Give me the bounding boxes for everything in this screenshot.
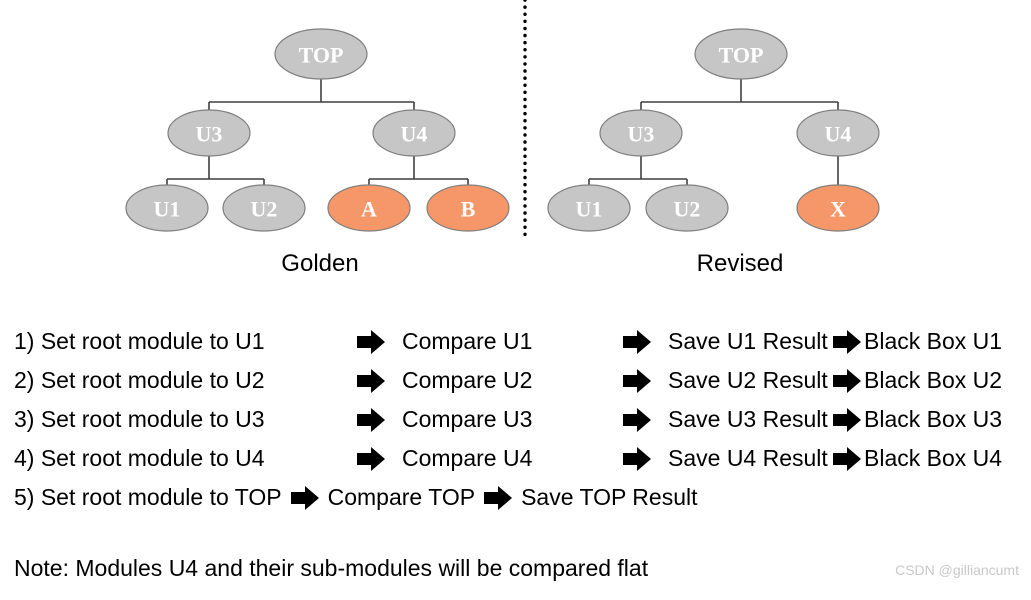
step-row: 2) Set root module to U2 Compare U2 Save U… xyxy=(14,361,1024,400)
step-cell: 3) Set root module to U3 xyxy=(14,406,265,432)
step-cell: Compare U2 xyxy=(402,367,533,393)
tree-node-b[interactable]: B xyxy=(426,184,510,232)
step-cell: Compare U1 xyxy=(402,328,533,354)
step-row: 3) Set root module to U3 Compare U3 Save U… xyxy=(14,400,1024,439)
step-cell: 5) Set root module to TOP xyxy=(14,484,282,510)
right-block-arrow-icon xyxy=(622,446,652,472)
tree-node-u1[interactable]: U1 xyxy=(125,184,209,232)
right-block-arrow-icon xyxy=(832,407,862,433)
tree-node-u2[interactable]: U2 xyxy=(645,184,729,232)
step-row: 5) Set root module to TOP Compare TOP Save… xyxy=(14,478,1024,517)
tree-node-u4[interactable]: U4 xyxy=(796,109,880,157)
step-cell: Save TOP Result xyxy=(521,484,698,510)
step-cell: Save U2 Result xyxy=(668,367,828,393)
tree-node-top[interactable]: TOP xyxy=(274,28,368,80)
node-ellipse xyxy=(426,184,510,232)
node-ellipse xyxy=(599,109,683,157)
step-cell: Save U3 Result xyxy=(668,406,828,432)
watermark: CSDN @gilliancumt xyxy=(895,562,1019,578)
right-block-arrow-icon xyxy=(356,407,386,433)
node-ellipse xyxy=(796,109,880,157)
steps-list: 1) Set root module to U1 Compare U1 Save U… xyxy=(14,322,1024,517)
node-label: U3 xyxy=(628,122,655,147)
tree-node-u3[interactable]: U3 xyxy=(167,109,251,157)
node-label: U3 xyxy=(196,122,223,147)
right-block-arrow-icon xyxy=(832,368,862,394)
step-cell: 2) Set root module to U2 xyxy=(14,367,265,393)
node-ellipse xyxy=(372,109,456,157)
tree-node-a[interactable]: A xyxy=(327,184,411,232)
node-ellipse xyxy=(645,184,729,232)
node-label: U4 xyxy=(825,122,852,147)
right-block-arrow-icon xyxy=(356,446,386,472)
node-label: U1 xyxy=(154,197,181,222)
step-cell: Compare TOP xyxy=(327,484,476,510)
step-cell: Black Box U2 xyxy=(864,367,1003,393)
tree-edges-layer xyxy=(166,79,839,185)
node-ellipse xyxy=(274,28,368,80)
node-label: U1 xyxy=(576,197,603,222)
step-cell: Compare U3 xyxy=(402,406,533,432)
step-cell: Compare U4 xyxy=(402,445,533,471)
right-block-arrow-icon xyxy=(483,485,513,511)
node-label: U2 xyxy=(251,197,278,222)
note-text: Note: Modules U4 and their sub-modules w… xyxy=(14,555,649,581)
right-block-arrow-icon xyxy=(832,329,862,355)
node-label: U4 xyxy=(401,122,428,147)
step-cell: Save U1 Result xyxy=(668,328,828,354)
step-cell: Save U4 Result xyxy=(668,445,828,471)
node-ellipse xyxy=(222,184,306,232)
tree-node-top[interactable]: TOP xyxy=(694,28,788,80)
tree-node-u2[interactable]: U2 xyxy=(222,184,306,232)
right-block-arrow-icon xyxy=(622,329,652,355)
right-block-arrow-icon xyxy=(622,407,652,433)
tree-node-u4[interactable]: U4 xyxy=(372,109,456,157)
step-cell: Black Box U3 xyxy=(864,406,1003,432)
node-ellipse xyxy=(694,28,788,80)
tree-caption-golden: Golden xyxy=(281,250,359,277)
right-block-arrow-icon xyxy=(290,485,320,511)
right-block-arrow-icon xyxy=(356,368,386,394)
tree-node-u1[interactable]: U1 xyxy=(547,184,631,232)
node-ellipse xyxy=(547,184,631,232)
tree-node-u3[interactable]: U3 xyxy=(599,109,683,157)
node-ellipse xyxy=(125,184,209,232)
node-label: A xyxy=(361,197,377,222)
node-ellipse xyxy=(796,184,880,232)
node-ellipse xyxy=(167,109,251,157)
node-label: TOP xyxy=(299,43,344,68)
step-cell: Black Box U4 xyxy=(864,445,1003,471)
step-cell: 1) Set root module to U1 xyxy=(14,328,265,354)
right-block-arrow-icon xyxy=(356,329,386,355)
step-cell: Black Box U1 xyxy=(864,328,1003,354)
right-block-arrow-icon xyxy=(622,368,652,394)
node-label: TOP xyxy=(719,43,764,68)
node-label: X xyxy=(830,197,846,222)
step-cell: 4) Set root module to U4 xyxy=(14,445,265,471)
right-block-arrow-icon xyxy=(832,446,862,472)
node-label: U2 xyxy=(674,197,701,222)
step-row: 1) Set root module to U1 Compare U1 Save U… xyxy=(14,322,1024,361)
tree-caption-revised: Revised xyxy=(696,250,784,277)
node-ellipse xyxy=(327,184,411,232)
step-row: 4) Set root module to U4 Compare U4 Save U… xyxy=(14,439,1024,478)
tree-node-x[interactable]: X xyxy=(796,184,880,232)
node-label: B xyxy=(461,197,476,222)
